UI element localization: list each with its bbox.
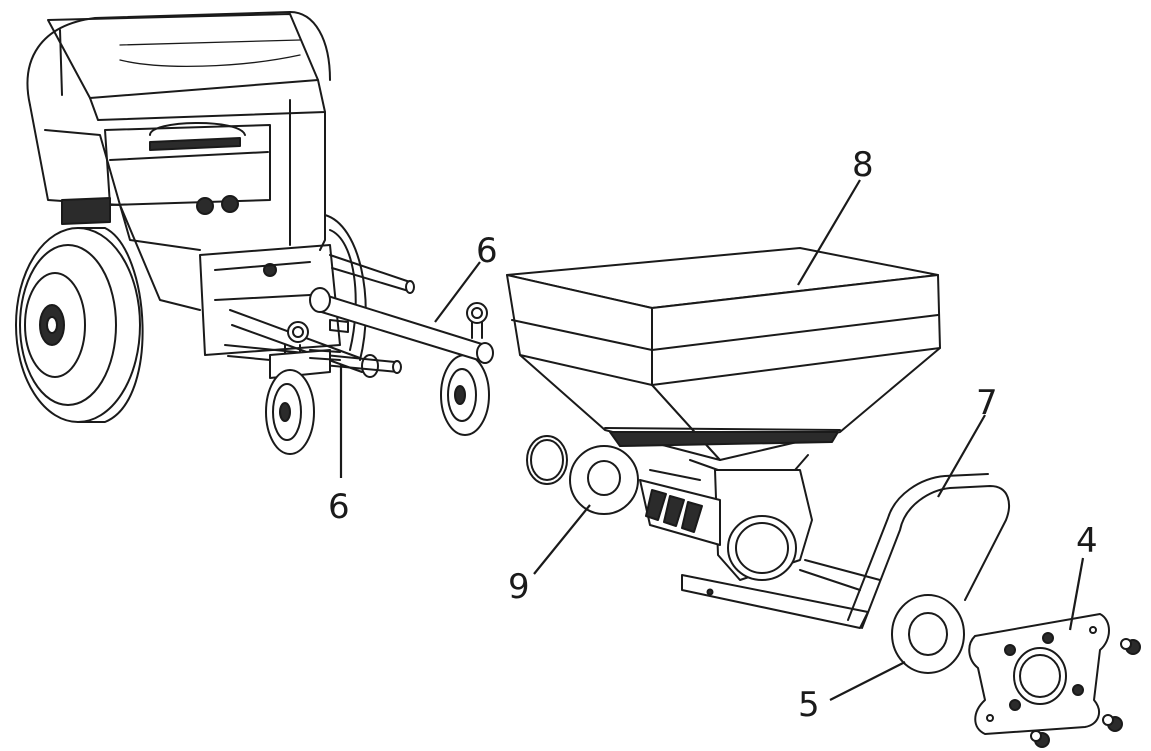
leader-4 (1068, 557, 1085, 631)
rear-wheel (15, 227, 144, 423)
machine-body (26, 11, 415, 378)
leader-6a (434, 261, 481, 323)
callout-4: 4 (1076, 521, 1098, 561)
leader-8 (797, 179, 861, 286)
caster-wheel-left (265, 344, 331, 455)
side-wheel (324, 214, 367, 361)
callout-labels: 6 6 8 7 9 5 4 (328, 145, 1098, 725)
o-ring (526, 435, 568, 485)
callout-8: 8 (852, 145, 874, 185)
leader-lines (339, 179, 1085, 701)
callout-6-lower: 6 (328, 487, 350, 527)
callout-5: 5 (798, 685, 820, 725)
leader-9 (533, 504, 591, 575)
leader-5 (829, 661, 906, 701)
callout-6-upper: 6 (476, 231, 498, 271)
gasket-part-9 (569, 445, 639, 515)
gasket-part-5 (891, 594, 965, 674)
tube-frame-part-7 (681, 473, 1010, 629)
callout-7: 7 (976, 383, 998, 423)
tow-bar-part-6 (287, 287, 494, 364)
hopper-part-8 (506, 247, 941, 581)
leader-7 (937, 414, 986, 498)
callout-9: 9 (508, 567, 530, 607)
flange-plate-part-4 (968, 613, 1141, 748)
